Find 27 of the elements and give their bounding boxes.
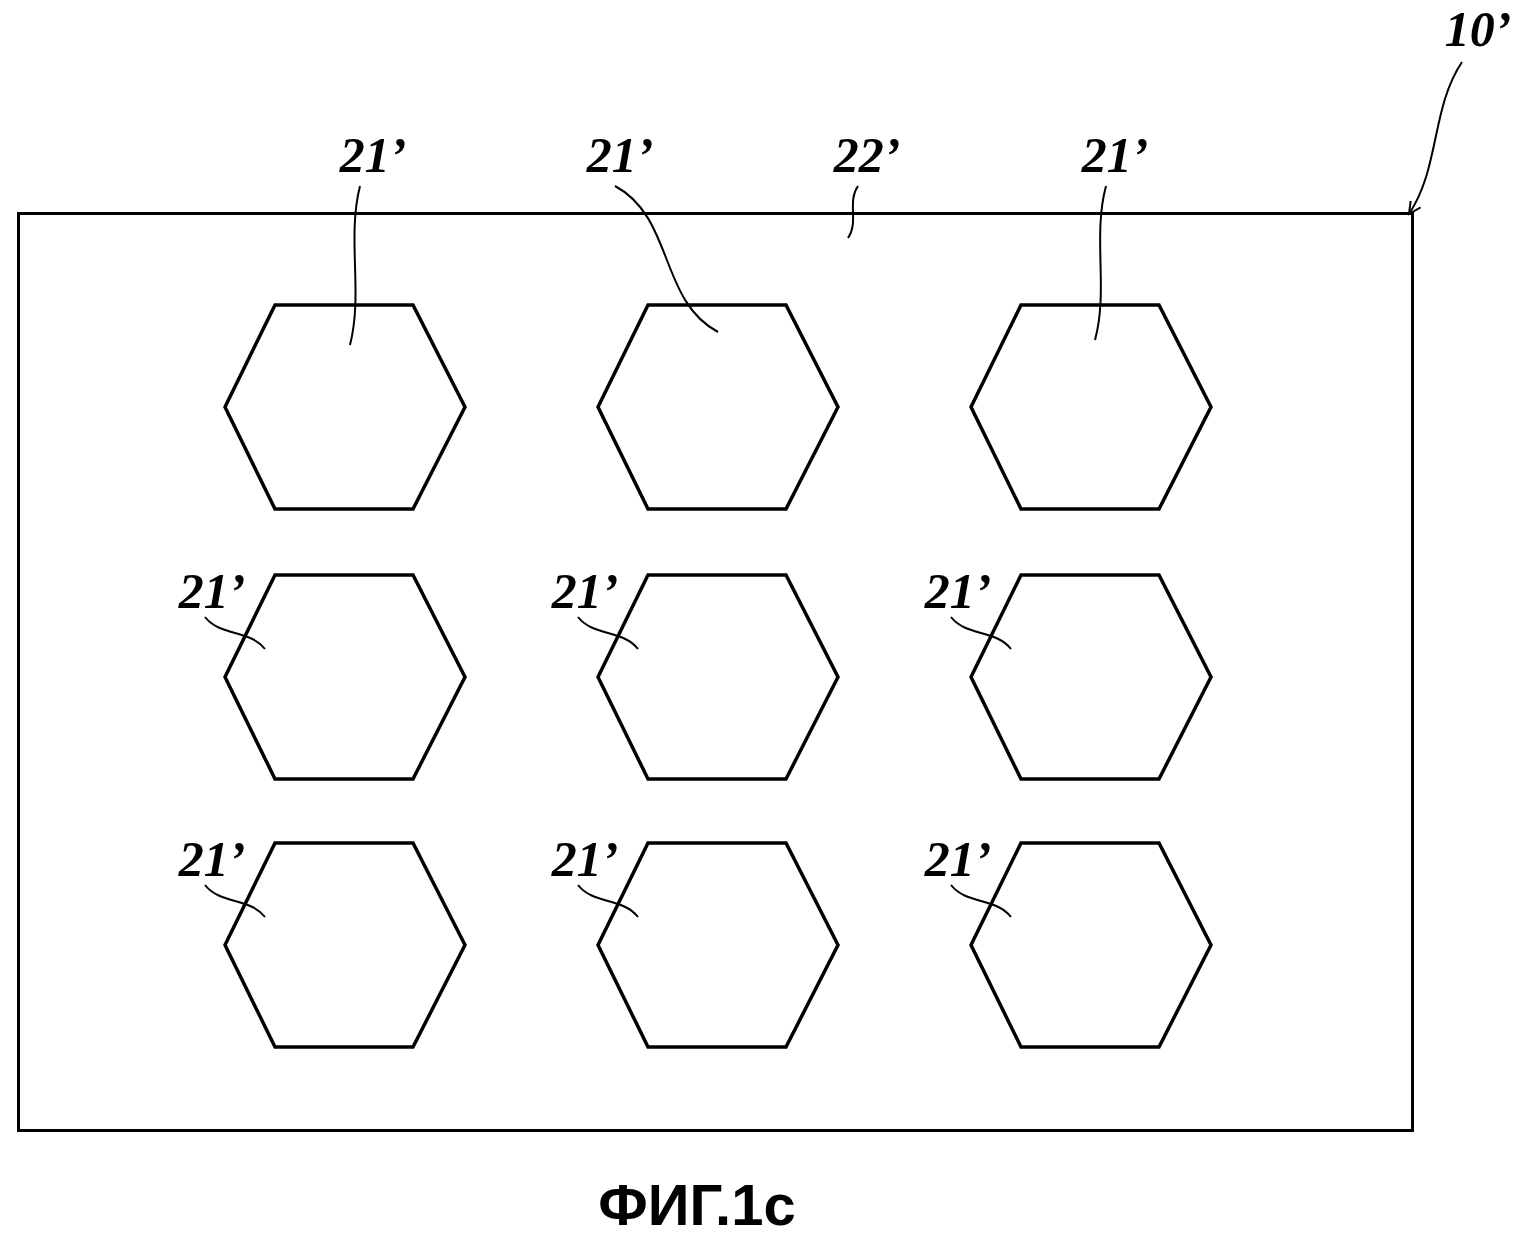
callout-number: 21’	[915, 562, 1001, 618]
leader-line	[614, 185, 719, 333]
leader-line	[204, 616, 266, 650]
callout-number: 21’	[169, 562, 255, 618]
hexagonal-cell	[596, 303, 840, 511]
leader-line	[847, 185, 859, 239]
arrow	[1408, 61, 1463, 215]
callout-number: 21’	[542, 830, 628, 886]
callout-number: 21’	[915, 830, 1001, 886]
leader-line	[1094, 185, 1107, 341]
leader-line	[577, 884, 639, 918]
callout-number: 22’	[822, 126, 912, 186]
leader-line	[349, 185, 361, 346]
leader-line	[204, 884, 266, 918]
callout-number: 21’	[328, 126, 418, 186]
leader-line	[950, 616, 1012, 650]
callout-number: 21’	[575, 126, 665, 186]
callout-number: 21’	[169, 830, 255, 886]
leader-line	[950, 884, 1012, 918]
hexagonal-cell	[223, 303, 467, 511]
leader-line	[577, 616, 639, 650]
hexagonal-cell	[969, 303, 1213, 511]
callout-number: 10’	[1428, 0, 1528, 60]
figure-caption: ФИГ.1с	[597, 1171, 797, 1239]
plate-outline	[17, 212, 1414, 1132]
callout-number: 21’	[1070, 126, 1160, 186]
callout-number: 21’	[542, 562, 628, 618]
